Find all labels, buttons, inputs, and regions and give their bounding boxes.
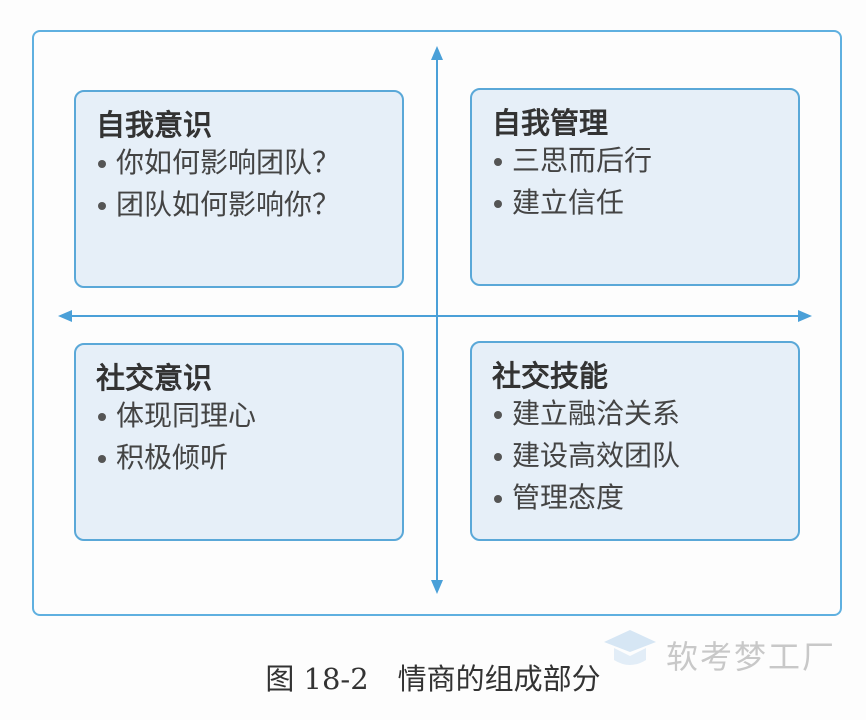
figure-caption: 图 18-2 情商的组成部分 [265, 662, 601, 696]
list-item: 积极倾听 [96, 437, 402, 479]
arrow-up-icon [431, 46, 443, 60]
list-item: 三思而后行 [492, 140, 798, 182]
bullet-icon [494, 158, 502, 166]
arrow-left-icon [58, 310, 72, 322]
bullet-icon [494, 200, 502, 208]
quadrant-title: 自我意识 [96, 108, 213, 142]
bullet-icon [494, 453, 502, 461]
arrow-right-icon [798, 310, 812, 322]
bullet-icon [98, 455, 106, 463]
list-item: 建立信任 [492, 182, 798, 224]
quadrant-title: 社交技能 [492, 359, 609, 393]
arrow-down-icon [431, 580, 443, 594]
quadrant-title: 社交意识 [96, 361, 213, 395]
bullet-icon [98, 160, 106, 168]
list-item: 团队如何影响你？ [96, 184, 402, 226]
watermark: 软考梦工厂 [600, 620, 860, 690]
bullet-icon [494, 495, 502, 503]
list-item: 建立融洽关系 [492, 393, 798, 435]
quadrant-title: 自我管理 [492, 106, 609, 140]
list-item: 体现同理心 [96, 395, 402, 437]
bullet-icon [494, 411, 502, 419]
graduation-cap-icon [604, 630, 656, 665]
quadrant-self-management: 自我管理 三思而后行 建立信任 [470, 88, 800, 286]
bullet-icon [98, 413, 106, 421]
quadrant-social-skills: 社交技能 建立融洽关系 建设高效团队 管理态度 [470, 341, 800, 541]
bullet-icon [98, 202, 106, 210]
quadrant-social-awareness: 社交意识 体现同理心 积极倾听 [74, 343, 404, 541]
diagram-frame [32, 30, 842, 616]
list-item: 你如何影响团队？ [96, 142, 402, 184]
list-item: 建设高效团队 [492, 435, 798, 477]
list-item: 管理态度 [492, 477, 798, 519]
quadrant-self-awareness: 自我意识 你如何影响团队？ 团队如何影响你？ [74, 90, 404, 288]
